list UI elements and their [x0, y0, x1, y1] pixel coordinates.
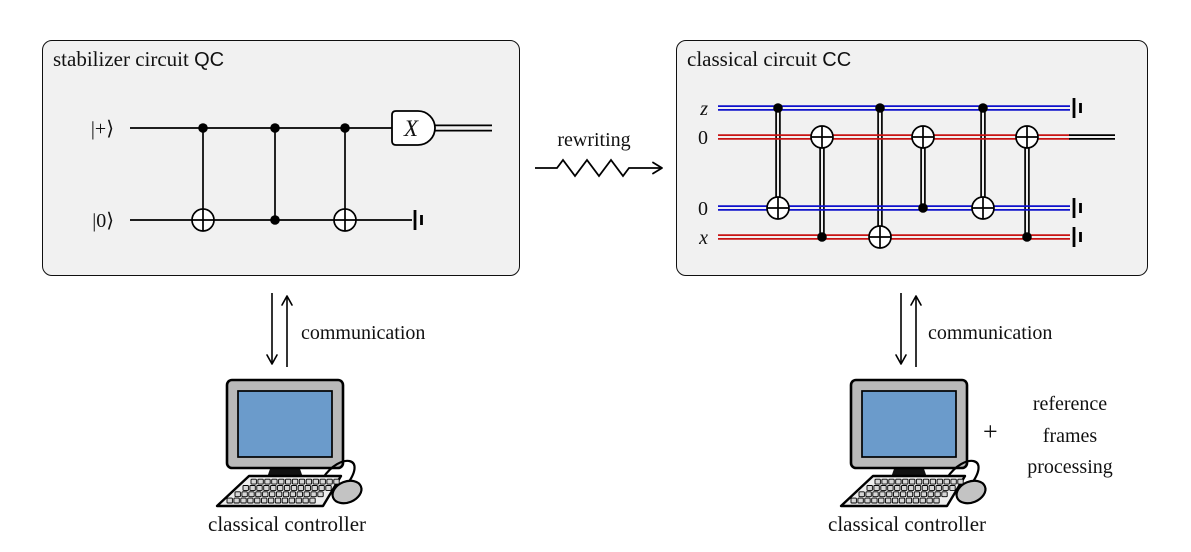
wire-label-1: 0	[698, 127, 708, 149]
classical-circuit-box: classical circuit CC	[676, 40, 1148, 276]
right-gate-connector-5	[980, 108, 986, 208]
annotation-line-reference: reference	[1032, 393, 1108, 415]
discard-symbol-right-3	[1072, 227, 1082, 247]
computer-icon-left	[215, 378, 363, 508]
classical-circuit-diagram: z 0 0 x	[698, 98, 1115, 249]
reference-frames-annotation: reference frames processing	[1007, 389, 1133, 484]
discard-symbol-left	[413, 210, 423, 230]
discard-symbol-right-0	[1072, 98, 1082, 118]
measurement-gate-x: X	[391, 110, 492, 146]
right-gate-connector-2	[819, 137, 825, 237]
communication-label-left: communication	[301, 322, 426, 344]
classical-controller-caption-right: classical controller	[827, 512, 987, 536]
classical-controller-caption-left: classical controller	[207, 512, 367, 536]
communication-arrows-right	[895, 293, 922, 367]
rewriting-arrow	[535, 158, 663, 178]
stabilizer-box-title-acronym: QC	[194, 49, 225, 71]
right-gate-3-cnot	[868, 103, 892, 249]
mouse	[331, 479, 363, 505]
right-gate-connector-4	[920, 137, 926, 208]
left-gate-2-cz	[270, 123, 280, 225]
communication-label-right: communication	[928, 322, 1053, 344]
mouse-cable	[322, 459, 356, 488]
stabilizer-circuit-box: stabilizer circuit QC	[42, 40, 520, 276]
communication-arrows-left	[266, 293, 293, 367]
left-gate-3-cnot	[333, 123, 357, 232]
stabilizer-box-title-text: stabilizer circuit	[53, 47, 195, 71]
monitor-screen	[861, 390, 957, 458]
annotation-line-processing: processing	[1027, 456, 1113, 478]
mouse-cable	[946, 459, 980, 488]
qubit-label-zero: |0⟩	[92, 210, 114, 232]
computer-icon-right	[839, 378, 987, 508]
right-gate-5-cnot	[971, 103, 995, 220]
right-gate-4-cnot	[911, 125, 935, 213]
right-gate-1-cnot	[766, 103, 790, 220]
classical-box-title-text: classical circuit	[687, 47, 823, 71]
right-gate-6-cnot	[1015, 125, 1039, 242]
classical-wire-2-blue: 0	[698, 198, 1082, 220]
right-gate-2-cnot	[810, 125, 834, 242]
wire-label-0: z	[699, 98, 708, 120]
classical-wire-0-blue: z	[699, 98, 1082, 120]
wire-label-3: x	[698, 227, 708, 249]
classical-wire-3-red: x	[698, 227, 1082, 249]
right-gate-connector-6	[1024, 137, 1030, 237]
discard-symbol-right-2	[1072, 198, 1082, 218]
stabilizer-box-title: stabilizer circuit QC	[43, 41, 519, 72]
stabilizer-circuit-diagram: |+⟩ |0⟩ X	[91, 110, 492, 232]
mouse	[955, 479, 987, 505]
monitor-screen	[237, 390, 333, 458]
left-gate-1-cnot	[191, 123, 215, 232]
rewriting-label: rewriting	[557, 129, 631, 151]
classical-box-title: classical circuit CC	[677, 41, 1147, 72]
qubit-label-plus: |+⟩	[91, 118, 114, 140]
classical-box-title-acronym: CC	[822, 49, 852, 71]
measurement-basis-label: X	[403, 116, 419, 141]
right-gate-connector-1	[775, 108, 781, 208]
wire-label-2: 0	[698, 198, 708, 220]
classical-wire-1-red: 0	[698, 127, 1115, 149]
annotation-line-frames: frames	[1042, 424, 1098, 447]
plus-sign: +	[983, 417, 998, 446]
right-gate-connector-3	[877, 108, 883, 237]
